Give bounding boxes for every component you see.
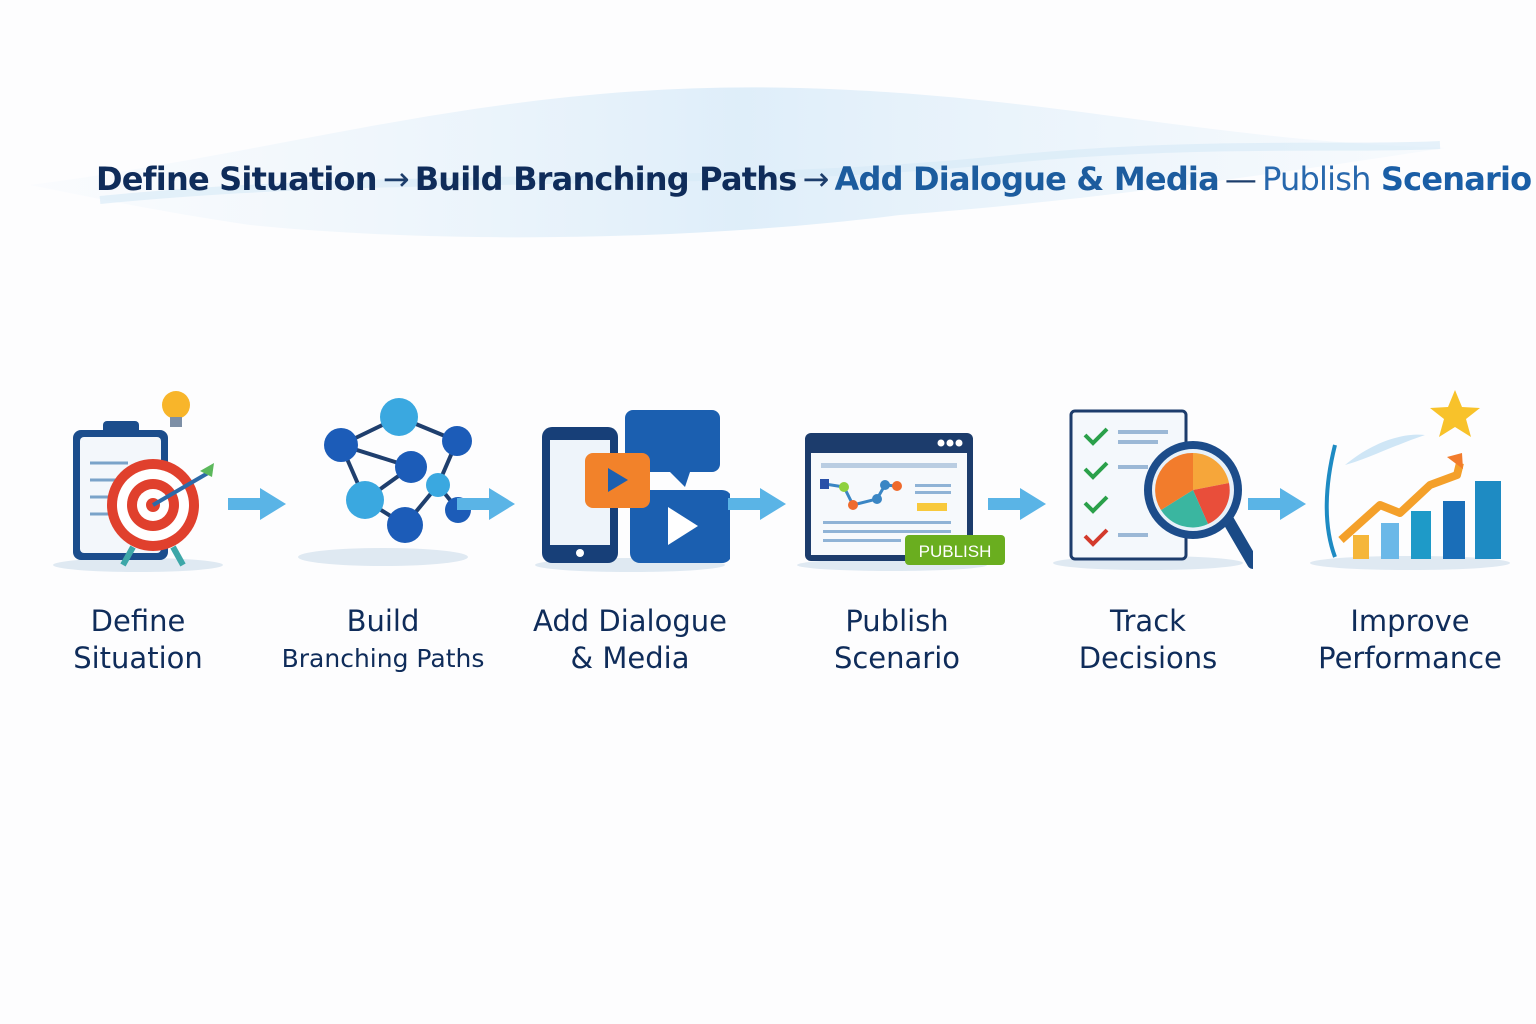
growth-chart-icon [1310,390,1510,570]
header-background-wave [30,87,1445,238]
title-step-3: Add Dialogue & Media [834,160,1220,198]
step-label-line1: Improve [1350,604,1470,638]
step-label-line1: Track [1110,604,1186,638]
flow-arrow-icon [228,488,286,520]
step-label-line2: Decisions [1078,641,1218,675]
title-step-4b: Scenario [1380,160,1532,198]
step-label-line1: Define [90,604,186,638]
flow-arrow-icon [988,488,1046,520]
step-label-line2: Performance [1318,641,1502,675]
flow-arrow-icon [1248,488,1306,520]
step-define-situation: Define Situation [23,385,253,677]
step-label-line2: Scenario [833,641,961,675]
title-dash: — [1224,160,1257,198]
flow-arrow-icon [457,488,515,520]
step-add-dialogue-media: Add Dialogue & Media [515,385,745,677]
title-arrow: → [382,160,410,198]
flow-arrow-icon [728,488,786,520]
step-label-line1: Add Dialogue [533,604,727,638]
browser-publish-icon: PUBLISH [797,433,1005,571]
step-track-decisions: Track Decisions [1033,385,1263,677]
publish-badge: PUBLISH [919,542,992,561]
title-step-1: Define Situation [96,160,378,198]
process-title: Define Situation→Build Branching Paths→A… [96,160,1532,198]
media-dialogue-icon [535,410,730,572]
step-label-line2: Branching Paths [281,644,485,673]
step-build-branching-paths: Build Branching Paths [268,385,498,677]
step-publish-scenario: PUBLISH Publish Scenario [782,385,1012,677]
title-arrow: → [802,160,829,198]
step-improve-performance: Improve Performance [1295,385,1525,677]
network-icon [298,398,472,566]
step-label-line2: & Media [570,641,690,675]
step-label-line1: Build [346,604,420,638]
step-label-line2: Situation [73,641,203,675]
title-step-2: Build Branching Paths [414,160,798,198]
checklist-magnifier-icon [1053,409,1253,570]
target-clipboard-icon [53,391,223,572]
step-label-line1: Publish [845,604,949,638]
title-step-4a: Publish [1262,160,1371,198]
